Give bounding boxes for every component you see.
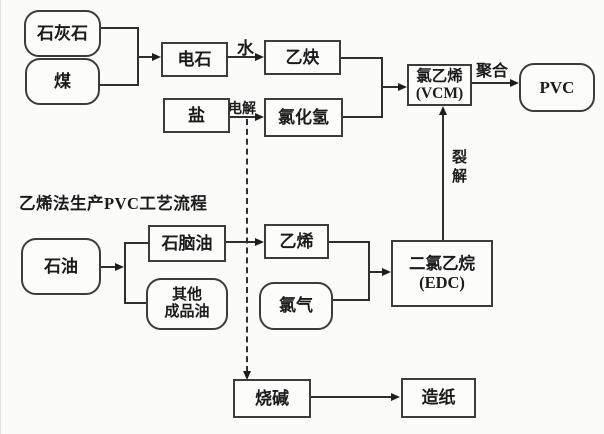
node-limestone: 石灰石 [24, 10, 101, 57]
node-naphtha: 石脑油 [148, 225, 226, 262]
edge-label-electrolysis: 电解 [228, 102, 256, 117]
connector-to-other-oil [124, 302, 146, 304]
connector-caustic-paper [311, 396, 393, 398]
connector-coal-bracket [100, 84, 139, 86]
connector-acetylene-bracket [341, 57, 383, 59]
node-hydrogen-chloride: 氯化氢 [264, 98, 343, 137]
node-coal: 煤 [25, 58, 100, 105]
connector-branch-vertical [124, 242, 126, 304]
connector-petroleum-branch [101, 266, 117, 268]
connector-hcl-bracket [343, 116, 383, 118]
arrowhead-pvc [510, 78, 519, 87]
node-papermaking: 造纸 [401, 378, 476, 418]
node-chlorine-gas: 氯气 [259, 282, 333, 330]
node-dichloroethane-edc: 二氯乙烷 (EDC) [391, 240, 493, 307]
edge-label-cracking: 裂解 [450, 149, 466, 187]
connector-carbide-acetylene [228, 56, 257, 58]
connector-electrolysis-caustic-dashed [246, 119, 248, 372]
arrowhead-paper [391, 392, 400, 401]
arrowhead-edc [382, 267, 391, 276]
connector-salt-hcl [230, 116, 257, 118]
arrowhead-hcl [255, 112, 264, 121]
connector-to-edc [368, 271, 383, 273]
arrowhead-branch [115, 262, 124, 271]
edge-label-polymerization: 聚合 [476, 63, 509, 80]
node-pvc: PVC [519, 63, 595, 112]
arrowhead-acetylene [255, 52, 264, 61]
arrowhead-ethylene [255, 237, 264, 246]
connector-naphtha-ethylene [226, 241, 257, 243]
node-petroleum: 石油 [21, 238, 101, 295]
node-vinyl-chloride-vcm: 氯乙烯 (VCM) [407, 64, 472, 106]
node-salt: 盐 [163, 98, 230, 133]
edge-label-water: 水 [237, 39, 254, 58]
connector-chlorine-bracket [333, 299, 370, 301]
connector-to-carbide [137, 56, 154, 58]
node-caustic-soda: 烧碱 [233, 379, 311, 418]
diagram-title: 乙烯法生产PVC工艺流程 [19, 194, 208, 213]
connector-ethylene-bracket [329, 241, 370, 243]
node-ethylene: 乙烯 [264, 224, 329, 259]
node-other-refined-oil: 其他 成品油 [146, 278, 228, 330]
arrowhead-to-carbide [152, 52, 161, 61]
connector-vcm-pvc [472, 82, 512, 84]
arrowhead-vcm-up [438, 106, 447, 115]
connector-limestone-bracket [101, 27, 139, 29]
connector-to-naphtha [124, 242, 148, 244]
node-acetylene: 乙炔 [264, 40, 341, 75]
arrowhead-vcm [398, 82, 407, 91]
node-calcium-carbide: 电石 [161, 42, 228, 77]
connector-edc-vcm [442, 113, 444, 240]
connector-to-vcm [381, 86, 399, 88]
arrowhead-caustic-down [243, 371, 251, 380]
